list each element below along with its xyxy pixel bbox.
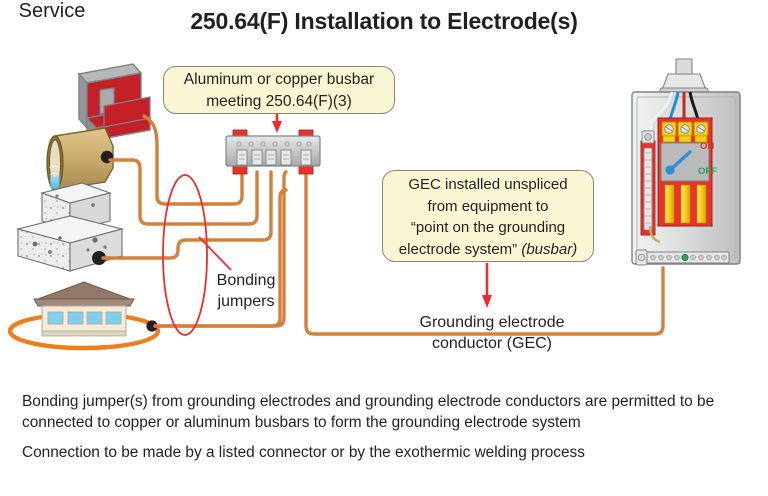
label-gec-line1: Grounding electrode [419, 314, 565, 331]
breaker-on-label: ON [700, 141, 715, 152]
label-service: Service [18, 0, 86, 22]
bonding-jumper-steel-beam [142, 114, 244, 206]
bonding-jumper-water-pipe [108, 158, 259, 226]
steel-i-beam-electrode-icon [77, 63, 152, 142]
neutral-bus-bar-icon [635, 249, 730, 266]
panel-bus-stabs [664, 184, 707, 224]
busbar-lugs [236, 149, 312, 166]
service-mast-weatherhead-icon [659, 58, 709, 95]
callout-gec: GEC installed unspliced from equipment t… [382, 170, 594, 262]
page-title: 250.64(F) Installation to Electrode(s) [190, 8, 578, 34]
callout-busbar-line2: meeting 250.64(F)(3) [206, 93, 352, 110]
note-connection-method: Connection to be made by a listed connec… [22, 444, 585, 461]
callout-busbar-line1: Aluminum or copper busbar [183, 71, 375, 88]
label-gec-line2: conductor (GEC) [431, 335, 553, 352]
callout-gec-line4-italic: (busbar) [521, 240, 578, 258]
grounding-conductors-group [101, 114, 665, 336]
callout-busbar: Aluminum or copper busbar meeting 250.64… [163, 66, 395, 114]
bonding-jumper-ground-ring-b [153, 170, 288, 328]
callout-gec-line4: electrode system” (busbar) [383, 239, 593, 261]
main-breaker-switch-icon [660, 142, 710, 182]
grounding-busbar-icon [225, 129, 321, 175]
grounding-electrode-conductor-gec [304, 170, 665, 336]
label-bonding-line2: jumpers [217, 293, 275, 310]
service-equipment-panel-icon [631, 58, 741, 266]
building-with-ground-ring-icon [7, 281, 161, 351]
callout-gec-line3: “point on the grounding [410, 219, 566, 236]
callout-gec-line2: from equipment to [427, 197, 549, 215]
callout-gec-line4-main: electrode system” [398, 240, 522, 258]
red-leader-arrow-icon [198, 114, 492, 308]
label-bonding-line1: Bonding [216, 272, 276, 289]
panel-line-terminals [661, 121, 709, 143]
red-highlight-ellipse-icon [162, 174, 208, 336]
label-grounding-electrode-conductor: Grounding electrode conductor (GEC) [386, 312, 598, 354]
bonding-jumper-concrete [101, 170, 273, 260]
note-bonding-jumpers: Bonding jumper(s) from grounding electro… [22, 393, 715, 431]
callout-gec-line1: GEC installed unspliced [408, 176, 568, 193]
equipment-ground-bar-icon [640, 130, 661, 244]
breaker-off-label: OFF [698, 166, 717, 177]
label-bonding-jumpers: Bonding jumpers [186, 270, 306, 312]
concrete-encased-electrode-icon [15, 182, 125, 272]
